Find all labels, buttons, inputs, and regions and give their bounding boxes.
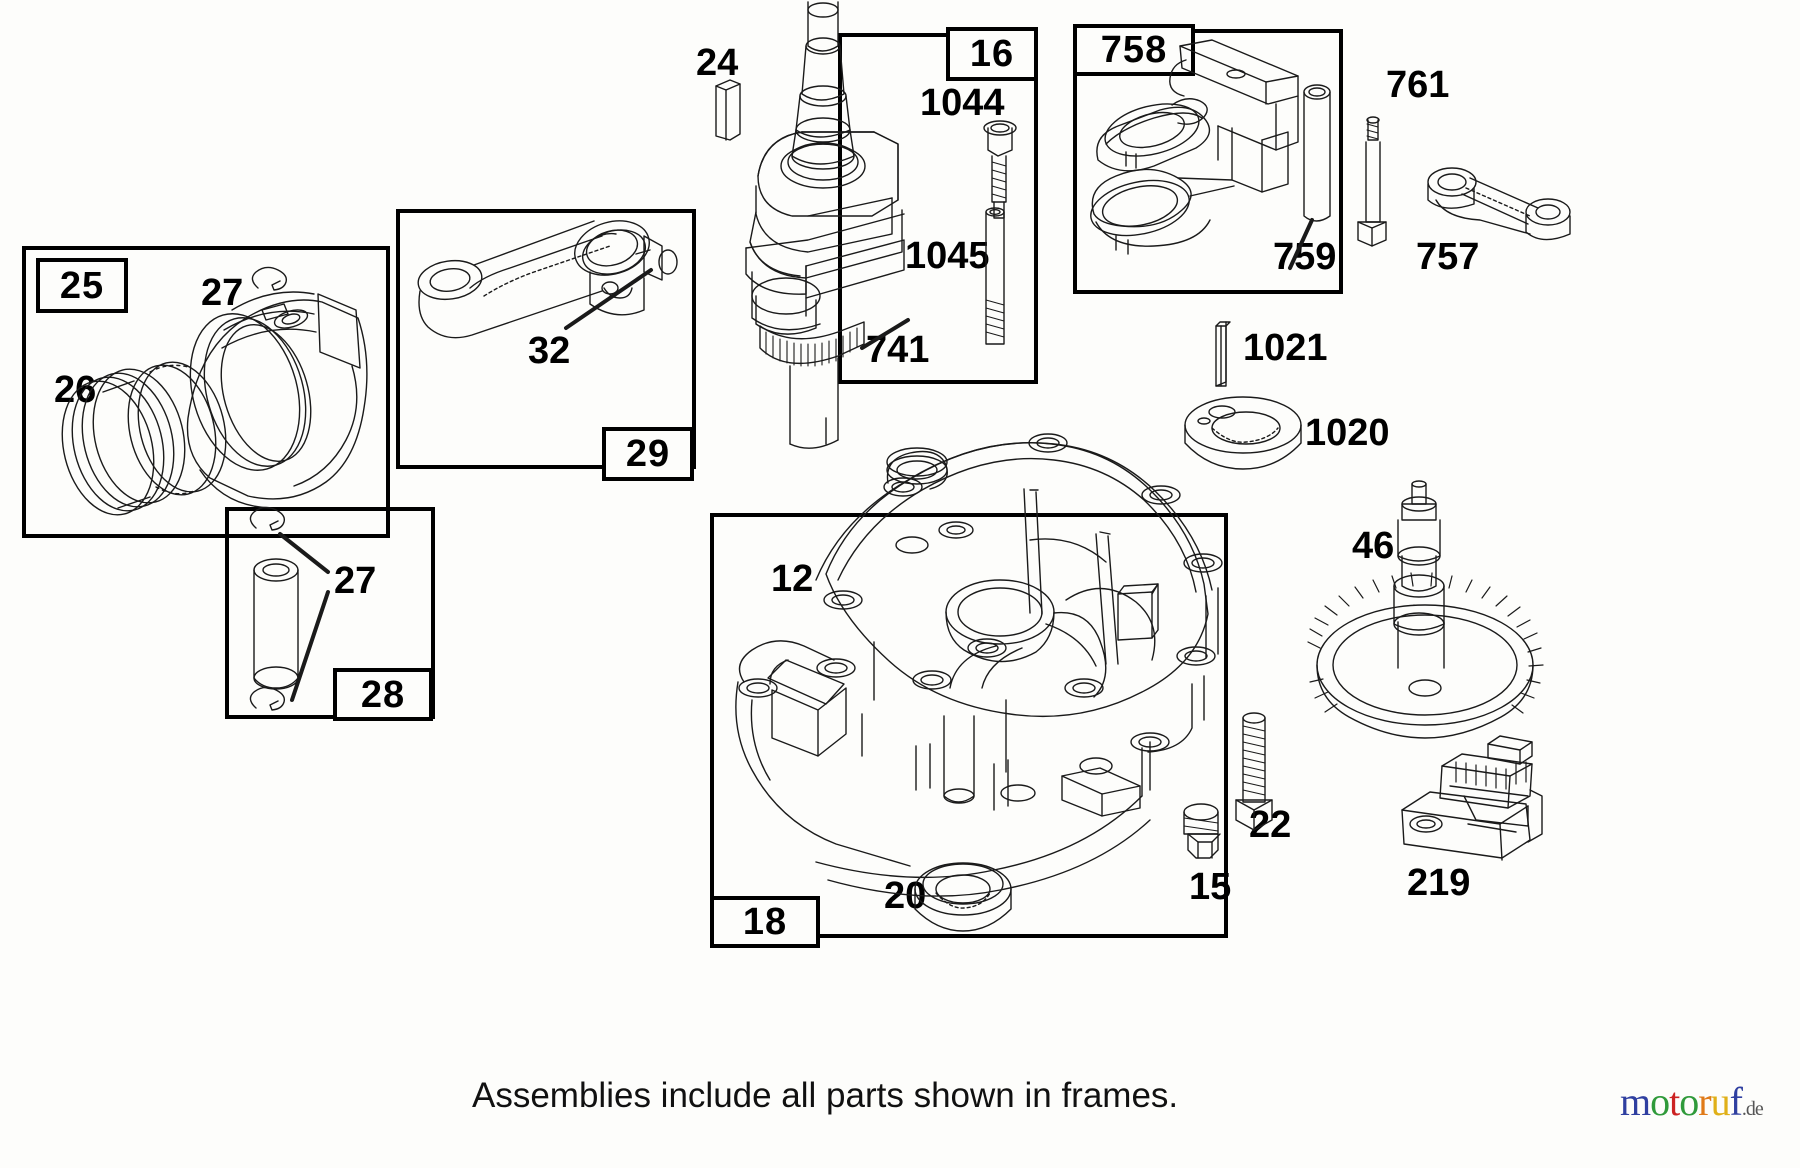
- watermark-motoruf: motoruf.de: [1620, 1079, 1764, 1124]
- frame-tag-758: 758: [1073, 24, 1195, 76]
- frame-tag-16: 16: [946, 27, 1038, 81]
- callout-1021: 1021: [1243, 327, 1328, 369]
- frame-tag-18-label: 18: [742, 901, 788, 943]
- frame-25-piston-assembly: [22, 246, 390, 538]
- callout-27-pin: 27: [334, 560, 377, 602]
- callout-759: 759: [1273, 236, 1337, 278]
- callout-32: 32: [528, 330, 571, 372]
- long-bolt-761-art: [1357, 116, 1387, 247]
- callout-15: 15: [1189, 866, 1232, 908]
- diagram-caption: Assemblies include all parts shown in fr…: [472, 1076, 1179, 1115]
- callout-22: 22: [1249, 804, 1292, 846]
- frame-tag-29: 29: [602, 427, 694, 481]
- governor-bushing-art: [1184, 396, 1302, 470]
- callout-26: 26: [54, 369, 97, 411]
- roll-pin-art: [1215, 321, 1231, 387]
- callout-24: 24: [696, 42, 739, 84]
- callout-46: 46: [1352, 525, 1395, 567]
- callout-1020: 1020: [1305, 412, 1390, 454]
- frame-tag-25: 25: [36, 258, 128, 313]
- callout-12: 12: [771, 558, 814, 600]
- frame-28-piston-pin: [225, 507, 435, 719]
- breather-assembly-art: [1401, 735, 1543, 861]
- frame-29-connecting-rod: [396, 209, 696, 469]
- frame-tag-758-label: 758: [1100, 29, 1168, 71]
- frame-tag-25-label: 25: [59, 264, 105, 307]
- watermark-suffix: .de: [1741, 1098, 1764, 1120]
- callout-219: 219: [1407, 862, 1471, 904]
- frame-tag-28-label: 28: [360, 673, 406, 716]
- camshaft-art: [1307, 480, 1544, 739]
- callout-741: 741: [866, 329, 930, 371]
- callout-20: 20: [884, 875, 927, 917]
- governor-arm-art: [1427, 167, 1571, 241]
- frame-tag-28: 28: [333, 668, 433, 721]
- key-art: [715, 79, 741, 141]
- frame-758-governor-bracket: [1073, 29, 1343, 294]
- callout-761: 761: [1386, 64, 1450, 106]
- callout-757: 757: [1416, 236, 1480, 278]
- callout-1045: 1045: [905, 235, 990, 277]
- callout-1044: 1044: [920, 82, 1005, 124]
- frame-tag-29-label: 29: [625, 433, 671, 475]
- frame-tag-16-label: 16: [969, 33, 1015, 75]
- callout-27-top: 27: [201, 272, 244, 314]
- frame-tag-18: 18: [710, 896, 820, 948]
